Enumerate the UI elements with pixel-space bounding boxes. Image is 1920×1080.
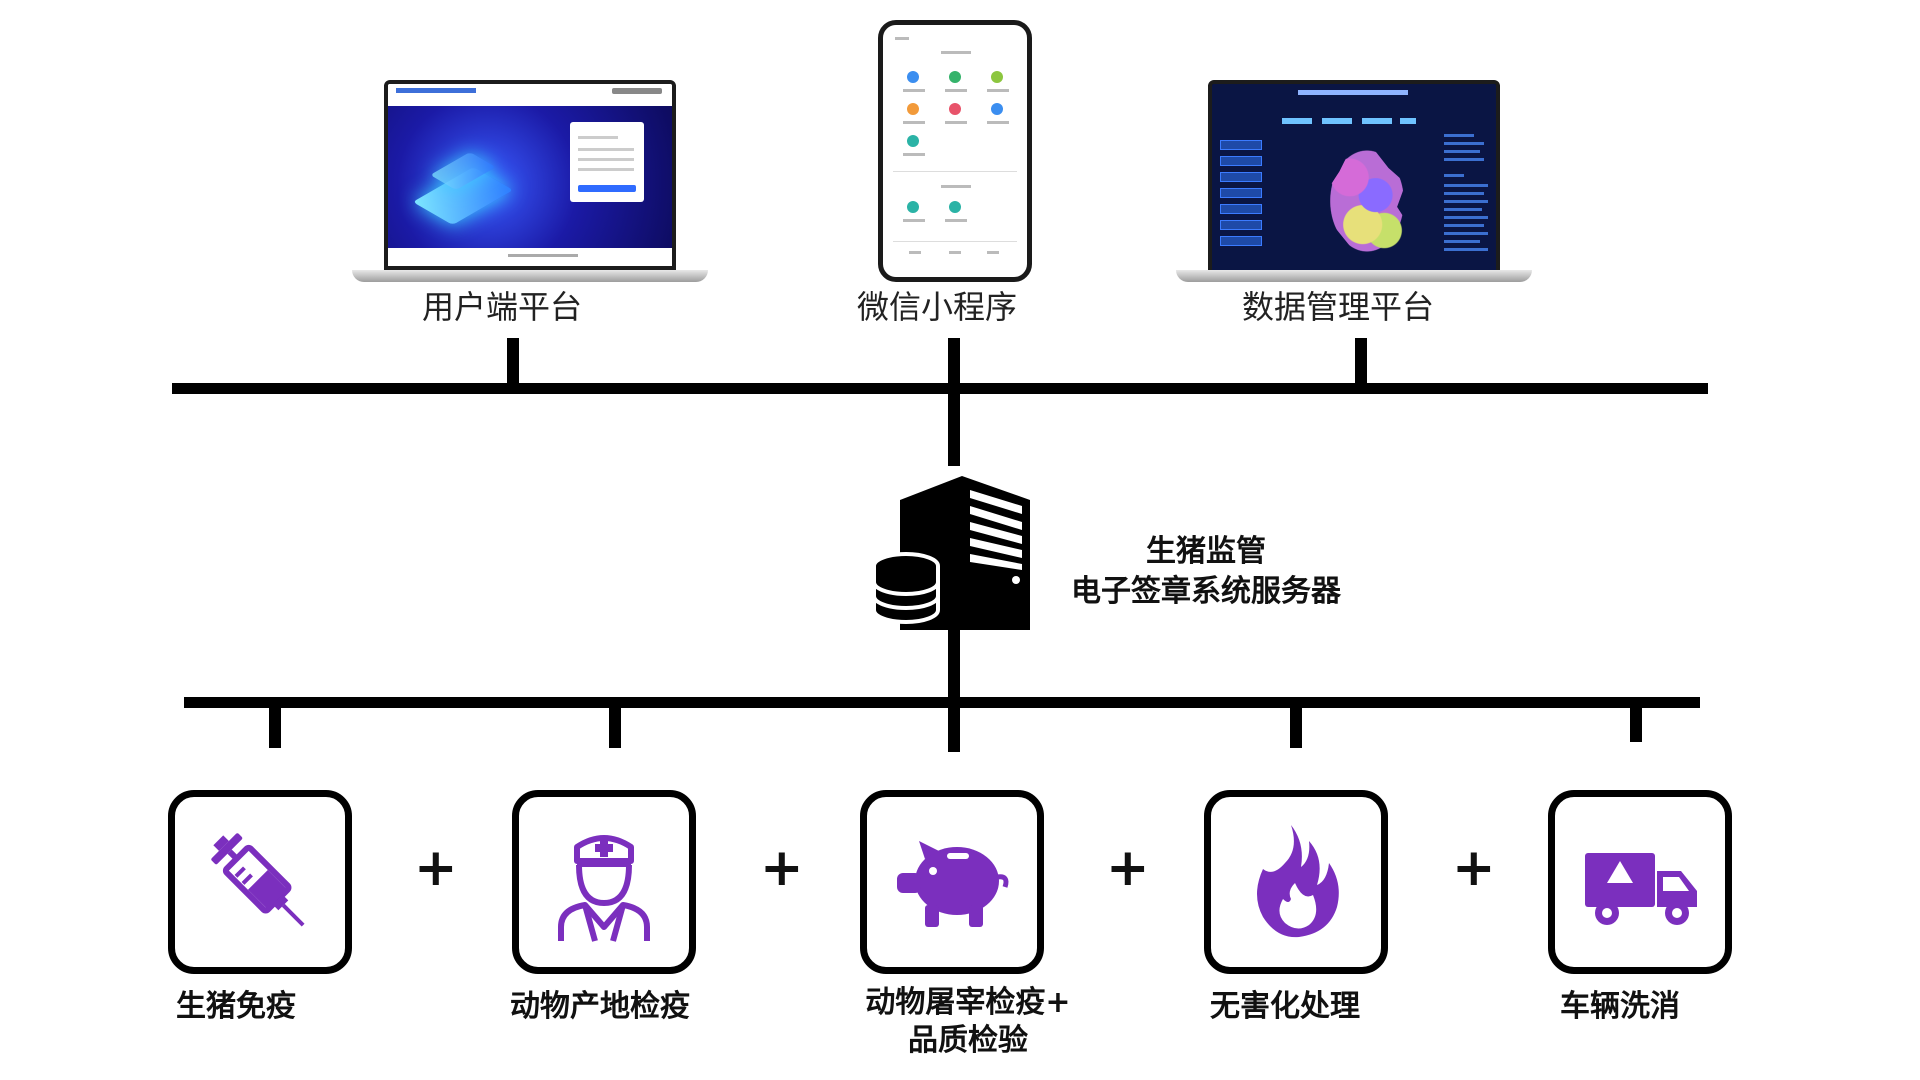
user-platform-screen xyxy=(384,80,676,270)
module-harmless-treatment xyxy=(1204,790,1388,974)
server-lower-connector xyxy=(948,630,960,710)
module3-connector xyxy=(948,704,960,752)
module-slaughter-quarantine-label-line2: 品质检验 xyxy=(908,1023,1028,1058)
module1-connector xyxy=(269,704,281,748)
user-platform-label: 用户端平台 xyxy=(421,288,582,326)
data-platform-connector xyxy=(1355,338,1367,388)
wechat-mini-program-label: 微信小程序 xyxy=(856,288,1017,326)
region-map-graphic xyxy=(1324,142,1410,260)
pig-icon xyxy=(897,841,1009,927)
module-origin-quarantine-label: 动物产地检疫 xyxy=(510,989,690,1024)
user-platform-device xyxy=(352,80,708,284)
laptop-base xyxy=(352,270,708,282)
module-slaughter-quarantine-label-line1: 动物屠宰检疫+ xyxy=(865,985,1071,1020)
module-slaughter-quarantine-label: 动物屠宰检疫+ 品质检验 xyxy=(858,984,1078,1060)
module4-connector xyxy=(1290,704,1302,748)
laptop-base xyxy=(1176,270,1532,282)
client-bus-line xyxy=(172,383,1708,394)
data-platform-label: 数据管理平台 xyxy=(1241,288,1434,326)
module-harmless-treatment-label: 无害化处理 xyxy=(1210,989,1360,1024)
module-pig-immunization-label: 生猪免疫 xyxy=(176,989,296,1024)
wechat-phone-device xyxy=(878,20,1032,282)
syringe-icon xyxy=(211,833,305,927)
module-slaughter-quarantine xyxy=(860,790,1044,974)
wechat-connector xyxy=(948,338,960,388)
truck-icon xyxy=(1585,853,1697,925)
plus-sign: + xyxy=(760,838,804,898)
fire-icon xyxy=(1257,825,1339,938)
plus-sign: + xyxy=(414,838,458,898)
module5-connector xyxy=(1630,704,1642,742)
module-bus-line xyxy=(184,697,1700,708)
database-icon xyxy=(872,552,940,624)
plus-sign: + xyxy=(1106,838,1150,898)
plus-sign: + xyxy=(1452,838,1496,898)
doctor-icon xyxy=(558,835,650,942)
server-label: 生猪监管 电子签章系统服务器 xyxy=(1046,532,1366,612)
server-label-line1: 生猪监管 xyxy=(1146,534,1266,569)
user-platform-connector xyxy=(507,338,519,388)
server-label-line2: 电子签章系统服务器 xyxy=(1071,574,1341,609)
data-platform-device xyxy=(1176,80,1532,284)
module-vehicle-disinfection xyxy=(1548,790,1732,974)
data-platform-screen xyxy=(1208,80,1500,274)
module2-connector xyxy=(609,704,621,748)
server-upper-connector xyxy=(948,390,960,466)
module-vehicle-disinfection-label: 车辆洗消 xyxy=(1560,989,1680,1024)
server-icon xyxy=(872,476,1030,630)
module-origin-quarantine xyxy=(512,790,696,974)
module-pig-immunization xyxy=(168,790,352,974)
